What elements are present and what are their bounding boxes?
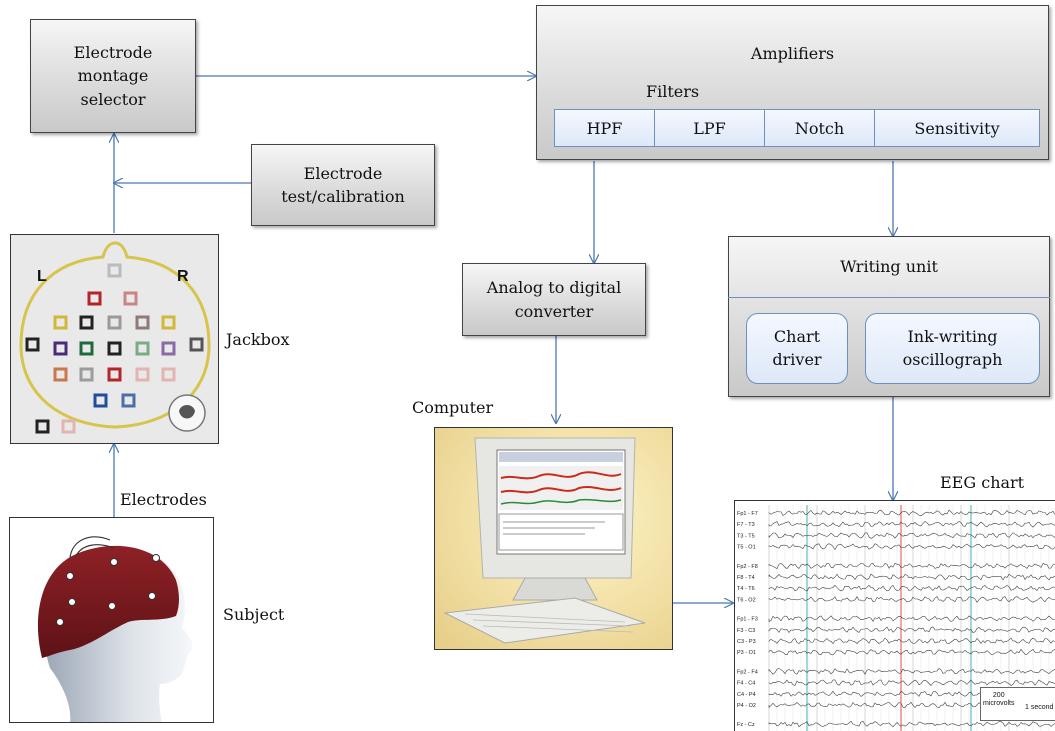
eeg-channel-label: F3 - C3: [737, 628, 755, 634]
jackbox-panel: L R: [10, 234, 219, 444]
eeg-trace: [768, 509, 1055, 516]
jackbox-left-mark: L: [37, 268, 47, 285]
eeg-trace: [768, 596, 1055, 603]
eeg-scale-time: 1 second: [1025, 704, 1054, 711]
cap-electrodes: [56, 554, 160, 626]
computer-label: Computer: [412, 398, 494, 417]
eeg-channel-label: T6 - O2: [737, 597, 756, 603]
eeg-channel-label: F8 - T4: [737, 575, 755, 581]
eeg-trace: [768, 520, 1055, 528]
eeg-trace: [768, 626, 1055, 633]
chart-driver-box: Chart driver: [746, 313, 848, 384]
adc-label: Analog to digital converter: [486, 278, 622, 321]
computer-panel: [434, 427, 673, 650]
electrodes-label: Electrodes: [120, 490, 207, 509]
eeg-channel-label: F4 - C4: [737, 681, 755, 687]
eeg-channel-label: P4 - O2: [737, 703, 756, 709]
computer-illustration: [435, 428, 672, 649]
eeg-channel-label: P3 - O1: [737, 650, 756, 656]
eeg-trace: [768, 543, 1055, 551]
eeg-scale-amplitude: 200 microvolts: [983, 692, 1015, 708]
eeg-channel-label: C4 - P4: [737, 692, 756, 698]
eeg-channel-label: Fp1 - F3: [737, 617, 758, 623]
electrode-wires: [69, 536, 115, 559]
eeg-channel-label: T3 - T5: [737, 533, 755, 539]
eeg-channel-label: Fp2 - F4: [737, 669, 758, 675]
eeg-channel-label: Fp2 - F8: [737, 564, 758, 570]
filter-cell-lpf: LPF: [654, 109, 765, 147]
chart-driver-label: Chart driver: [772, 327, 822, 369]
filters-label: Filters: [646, 82, 700, 101]
eeg-trace: [768, 648, 1055, 656]
jackbox-right-mark: R: [177, 268, 189, 285]
eeg-trace: [768, 584, 1055, 592]
eeg-trace: [768, 532, 1055, 539]
eeg-trace: [768, 615, 1055, 622]
subject-head-illustration: [37, 536, 193, 722]
writing-unit-label: Writing unit: [840, 257, 938, 276]
eeg-scale-box: 200 microvolts 1 second: [980, 687, 1055, 721]
filter-cell-hpf: HPF: [554, 109, 655, 147]
eeg-chart-label: EEG chart: [940, 473, 1025, 492]
keyboard: [443, 597, 646, 644]
subject-label: Subject: [223, 605, 285, 624]
eeg-trace: [768, 637, 1055, 645]
writing-unit-divider: [728, 297, 1050, 298]
jackbox-label: Jackbox: [226, 330, 290, 349]
eeg-trace: [768, 668, 1055, 675]
head-outline: [19, 241, 211, 429]
filter-cell-notch: Notch: [764, 109, 875, 147]
oscillograph-box: Ink-writing oscillograph: [865, 313, 1040, 384]
eeg-channel-label: T4 - T6: [737, 586, 755, 592]
electrode-montage-selector-box: Electrode montage selector: [30, 19, 196, 133]
oscillograph-label: Ink-writing oscillograph: [902, 327, 1003, 369]
subject-panel: [9, 517, 214, 723]
filter-cell-sensitivity: Sensitivity: [874, 109, 1040, 147]
eeg-channel-label: Fp1 - F7: [737, 511, 758, 517]
amplifiers-label: Amplifiers: [750, 44, 835, 63]
jackbox-illustration: L R: [19, 241, 211, 434]
electrode-test-calibration-box: Electrode test/calibration: [251, 144, 435, 226]
eeg-channel-label: C3 - P3: [737, 639, 756, 645]
eeg-trace: [768, 679, 1055, 686]
eeg-trace: [768, 720, 1055, 728]
electrode-montage-selector-label: Electrode montage selector: [73, 43, 153, 109]
eeg-trace: [768, 573, 1055, 581]
eeg-channel-label: F7 - T3: [737, 522, 755, 528]
eeg-chart-panel: Fp1 - F7 F7 - T3 T3 - T5 T5 - O1 Fp2 - F8 F8 …: [734, 500, 1055, 731]
eeg-channel-label: T5 - O1: [737, 545, 756, 551]
eeg-trace: [768, 562, 1055, 569]
eeg-channel-label: Fz - Cz: [737, 722, 755, 728]
electrode-test-calibration-label: Electrode test/calibration: [281, 163, 405, 206]
adc-box: Analog to digital converter: [462, 263, 646, 336]
